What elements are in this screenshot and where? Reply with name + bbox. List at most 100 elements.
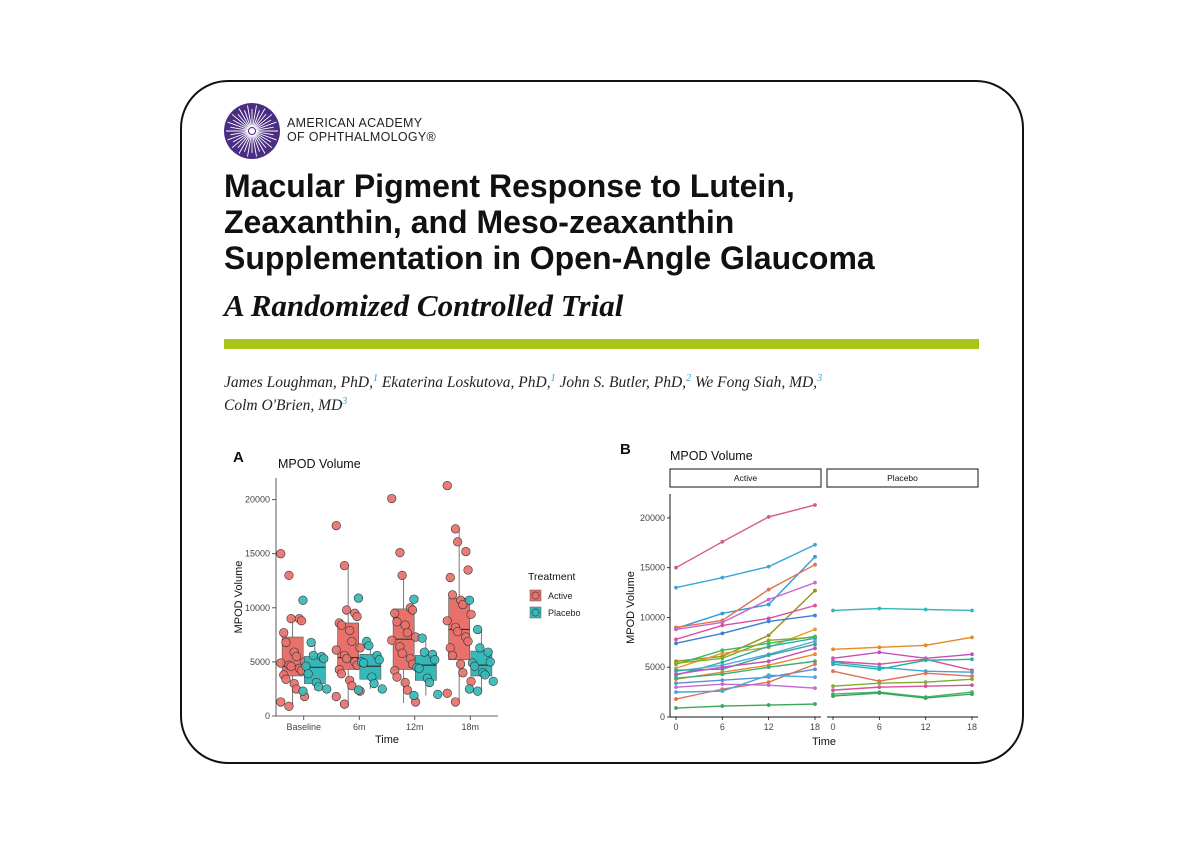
data-point: [359, 658, 369, 668]
data-point: [442, 688, 452, 698]
data-point: [970, 657, 974, 662]
data-point: [417, 633, 427, 643]
x-tick-label: 18m: [461, 722, 479, 732]
data-point: [766, 641, 771, 646]
affiliation-mark: 3: [342, 396, 348, 408]
logo-ray: [252, 134, 257, 157]
data-point: [447, 650, 458, 661]
data-point: [674, 565, 678, 570]
data-point: [813, 639, 817, 644]
x-tick-label: 6m: [353, 722, 366, 732]
data-point: [402, 628, 412, 638]
data-point: [720, 704, 725, 708]
affiliation-mark: 1: [372, 373, 378, 384]
data-point: [466, 676, 476, 686]
data-point: [831, 647, 835, 652]
data-point: [720, 575, 725, 580]
data-point: [813, 662, 817, 667]
data-point: [387, 493, 397, 504]
series-line: [675, 556, 816, 630]
logo-ray: [254, 133, 273, 149]
logo-ray: [237, 113, 250, 129]
data-point: [276, 549, 286, 559]
data-point: [813, 642, 817, 647]
organization-line-2: OF OPHTHALMOLOGY®: [287, 130, 437, 144]
affiliation-mark: 3: [817, 373, 823, 384]
data-point: [720, 651, 725, 656]
data-point: [284, 570, 294, 580]
data-point: [970, 692, 974, 697]
data-point: [766, 616, 771, 621]
data-point: [877, 606, 882, 611]
data-point: [353, 593, 364, 603]
data-point: [331, 691, 341, 702]
data-point: [877, 662, 882, 667]
data-point: [397, 570, 407, 580]
data-point: [766, 680, 771, 685]
data-point: [970, 683, 974, 688]
data-point: [298, 686, 308, 696]
data-point: [306, 637, 316, 648]
data-point: [674, 697, 678, 701]
affiliation-mark: 1: [550, 373, 556, 384]
x-tick-label: 12m: [406, 722, 424, 732]
x-tick-label: 12: [921, 722, 931, 732]
data-point: [407, 605, 418, 615]
data-point: [377, 684, 387, 694]
data-point: [813, 613, 817, 618]
data-point: [813, 562, 817, 567]
data-point: [331, 520, 341, 531]
title-line: Zeaxanthin, and Meso-zeaxanthin: [224, 204, 735, 240]
data-point: [342, 654, 352, 664]
data-point: [445, 572, 455, 583]
data-point: [322, 684, 332, 694]
legend-label: Active: [548, 591, 573, 601]
author-name: James Loughman, PhD,: [224, 374, 373, 392]
data-point: [813, 702, 817, 706]
poster-card: [180, 80, 1024, 764]
data-point: [720, 631, 725, 636]
logo-ray: [231, 133, 250, 149]
organization-line-1: AMERICAN ACADEMY: [287, 116, 423, 130]
data-point: [453, 537, 463, 547]
data-point: [720, 660, 725, 665]
data-point: [458, 668, 468, 678]
data-point: [409, 594, 419, 604]
logo-ray: [244, 110, 252, 128]
author-name: We Fong Siah, MD,: [694, 374, 818, 392]
series-line: [832, 636, 973, 651]
series-line: [832, 658, 973, 671]
data-point: [470, 661, 480, 671]
logo-ray: [238, 108, 251, 128]
data-point: [458, 599, 468, 610]
data-point: [766, 653, 771, 658]
data-point: [308, 650, 318, 661]
data-point: [313, 682, 324, 692]
data-point: [355, 643, 365, 653]
data-point: [400, 677, 410, 688]
data-point: [970, 652, 974, 657]
data-point: [766, 703, 771, 707]
logo-ray: [230, 131, 249, 136]
y-tick-label: 15000: [640, 563, 665, 573]
data-point: [450, 524, 461, 534]
logo-ray: [254, 113, 273, 129]
chart-title: MPOD Volume: [278, 457, 361, 471]
x-tick-label: 18: [810, 722, 820, 732]
logo-ray: [244, 134, 252, 152]
series-line: [832, 670, 973, 682]
logo-ray: [232, 132, 249, 143]
logo-ray: [247, 105, 252, 128]
data-point: [674, 685, 678, 690]
series-line: [832, 692, 973, 699]
panel-b-label: B: [620, 441, 631, 458]
x-tick-label: 6: [720, 722, 725, 732]
data-point: [813, 646, 817, 651]
logo-ray: [255, 132, 272, 143]
logo-ray: [238, 134, 251, 154]
article-subtitle: A Randomized Controlled Trial: [224, 288, 624, 323]
logo-ray: [252, 134, 260, 152]
data-point: [331, 645, 341, 655]
logo-ray: [255, 126, 274, 131]
